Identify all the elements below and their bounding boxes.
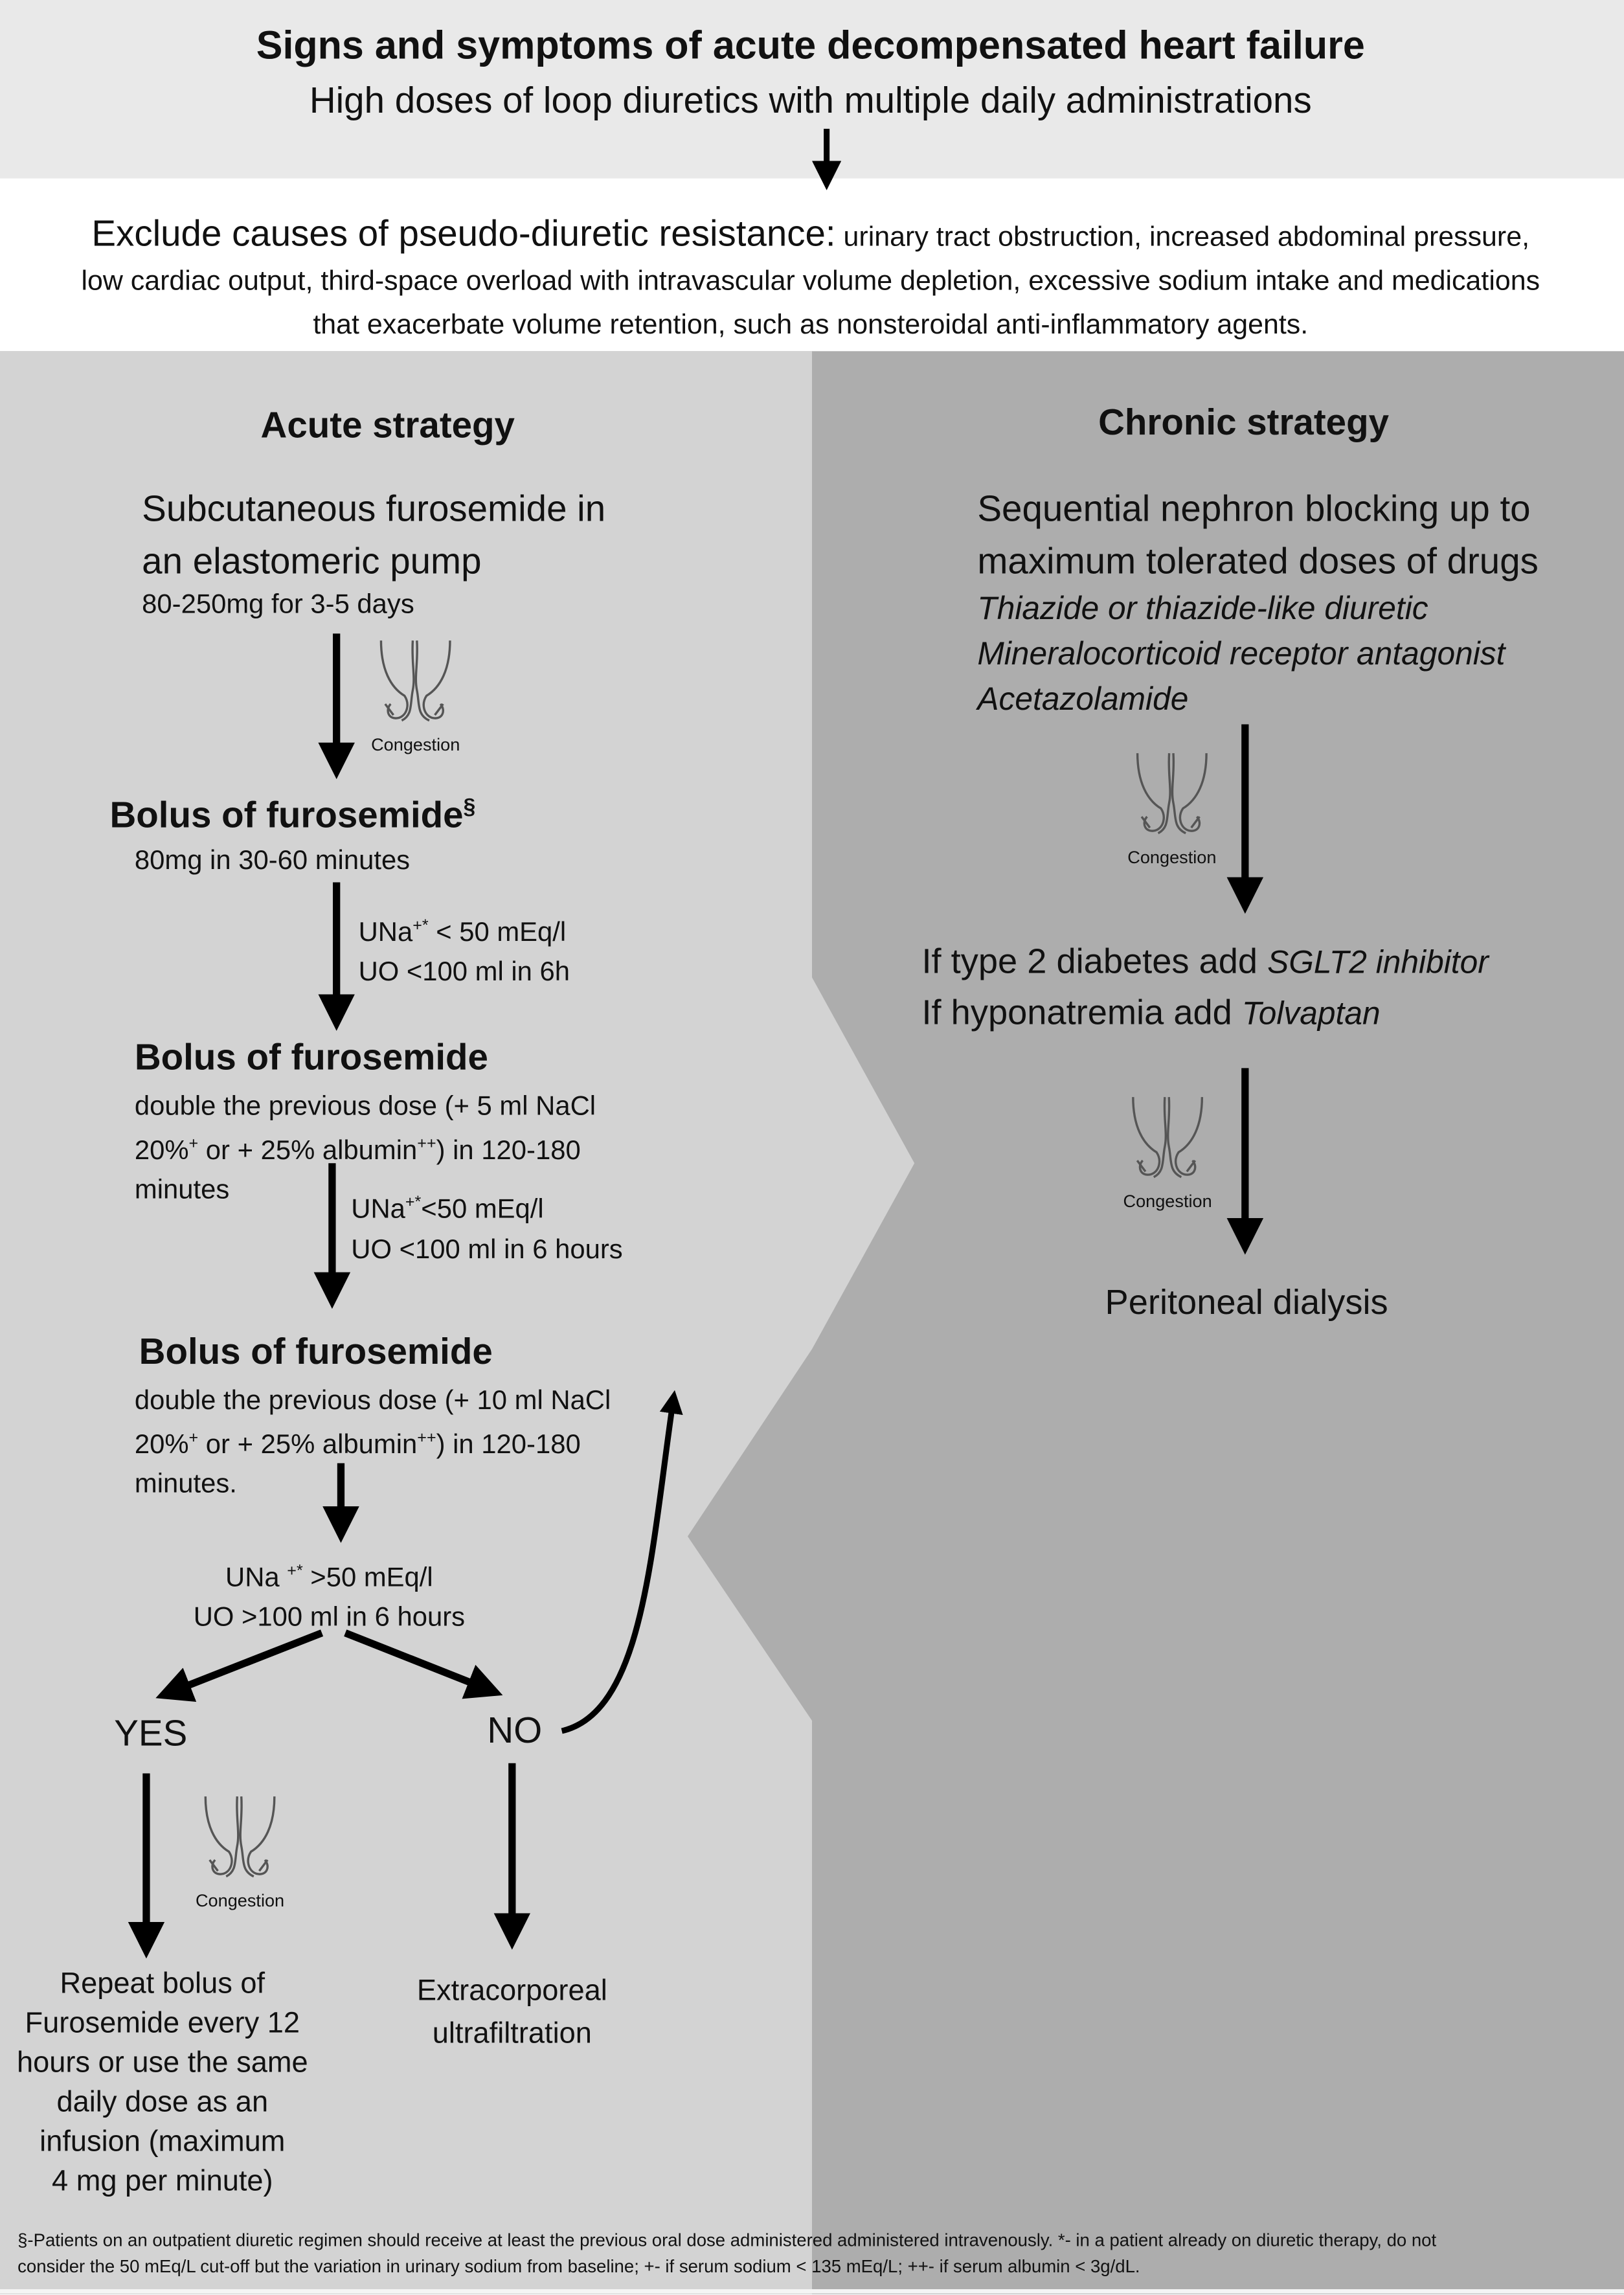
arrow-to-no	[344, 1629, 503, 1699]
no-label: NO	[487, 1710, 543, 1752]
chronic-final: Peritoneal dialysis	[1105, 1283, 1388, 1323]
exclude-lead: Exclude causes of pseudo-diuretic resist…	[91, 213, 836, 255]
arrow-to-yes	[155, 1629, 324, 1702]
chronic-add-tolvaptan: If hyponatremia add Tolvaptan	[921, 993, 1381, 1034]
step4-title: Bolus of furosemide	[139, 1331, 493, 1373]
congestion-icon: Congestion	[1122, 1092, 1213, 1212]
step2-title: Bolus of furosemide§	[109, 794, 476, 836]
step4-text: double the previous dose (+ 10 ml NaCl 2…	[134, 1384, 611, 1499]
footnote-line2: consider the 50 mEq/L cut-off but the va…	[17, 2256, 1140, 2277]
chronic-title: Chronic strategy	[1098, 402, 1390, 444]
header-subtitle: High doses of loop diuretics with multip…	[309, 80, 1312, 122]
exclude-line3: that exacerbate volume retention, such a…	[313, 310, 1309, 341]
exclude-box: Exclude causes of pseudo-diuretic resist…	[81, 212, 1540, 348]
step3-text: double the previous dose (+ 5 ml NaCl 20…	[134, 1090, 596, 1204]
condition-3: UNa +* >50 mEq/l UO >100 ml in 6 hours	[193, 1561, 466, 1632]
congestion-icon: Congestion	[370, 635, 461, 755]
footnote-line1: §-Patients on an outpatient diuretic reg…	[17, 2230, 1437, 2251]
exclude-line2: low cardiac output, third-space overload…	[81, 266, 1540, 297]
step3-title: Bolus of furosemide	[134, 1037, 488, 1079]
acute-step1: Subcutaneous furosemide in an elastomeri…	[142, 483, 605, 589]
congestion-icon: Congestion	[1127, 748, 1217, 868]
acute-title: Acute strategy	[260, 405, 515, 447]
yes-label: YES	[114, 1713, 188, 1755]
exclude-line1: urinary tract obstruction, increased abd…	[835, 222, 1530, 253]
condition-2: UNa+*<50 mEq/l UO <100 ml in 6 hours	[351, 1192, 623, 1265]
step1-dose: 80-250mg for 3-5 days	[142, 588, 414, 619]
step1-line1: Subcutaneous furosemide in	[142, 488, 606, 530]
condition-1: UNa+* < 50 mEq/l UO <100 ml in 6h	[358, 916, 570, 987]
footnote: §-Patients on an outpatient diuretic reg…	[17, 2227, 1436, 2279]
step1-line2: an elastomeric pump	[142, 541, 482, 583]
acute-panel	[0, 351, 915, 2294]
header-title: Signs and symptoms of acute decompensate…	[256, 23, 1365, 67]
congestion-icon: Congestion	[195, 1791, 286, 1911]
step2-dose: 80mg in 30-60 minutes	[134, 844, 411, 876]
chronic-add-sglt2: If type 2 diabetes add SGLT2 inhibitor	[921, 942, 1489, 982]
arrow-no-loop	[561, 1390, 683, 1734]
